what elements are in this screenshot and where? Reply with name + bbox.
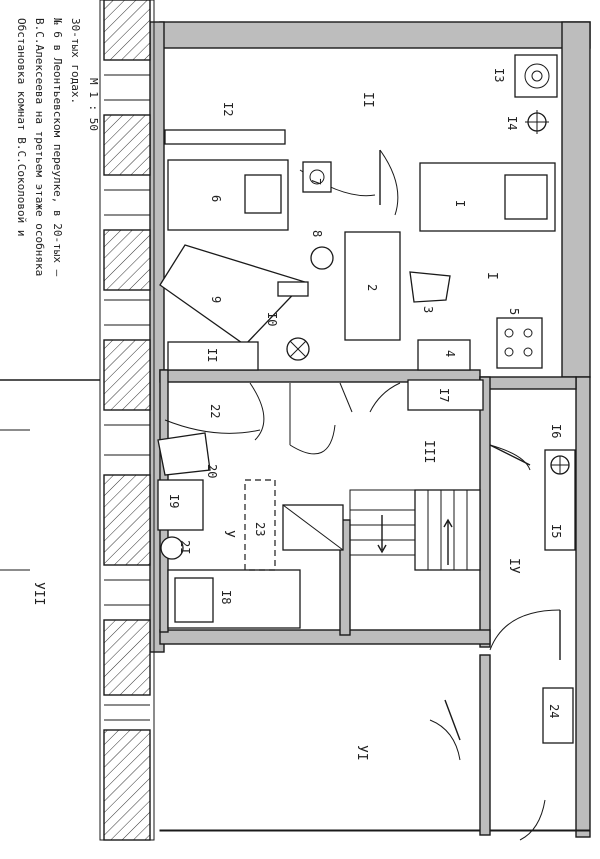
windows bbox=[104, 74, 150, 721]
pier-7 bbox=[103, 729, 151, 841]
wall-top bbox=[159, 21, 591, 49]
caption-line-3: № 6 в Леонтьевском переулке, в 20-тых – bbox=[51, 18, 64, 277]
item-label-18: I8 bbox=[219, 590, 233, 604]
doors bbox=[249, 149, 561, 841]
wall-middle-lower bbox=[159, 629, 491, 645]
item-label-23: 23 bbox=[253, 522, 267, 536]
item-7-nightstand bbox=[302, 161, 332, 193]
item-label-24: 24 bbox=[547, 704, 561, 718]
item-label-13: I3 bbox=[492, 68, 506, 82]
item-label-15: I5 bbox=[549, 524, 563, 538]
item-8-round bbox=[310, 246, 334, 270]
item-12-shelf bbox=[164, 129, 286, 145]
caption-line-1: Обстановка комнат В.С.Соколовой и bbox=[15, 18, 28, 237]
caption: Обстановка комнат В.С.Соколовой и В.С.Ал… bbox=[15, 18, 100, 277]
item-label-8: 8 bbox=[310, 230, 324, 237]
wall-right bbox=[561, 21, 591, 378]
pier-3 bbox=[103, 229, 151, 291]
item-label-3: 3 bbox=[421, 306, 435, 313]
item-22-curve bbox=[164, 419, 261, 434]
item-label-12: I2 bbox=[221, 102, 235, 116]
room-1-label: I bbox=[484, 272, 499, 280]
room-6-label: УI bbox=[354, 745, 369, 761]
item-17-cupboard bbox=[407, 379, 484, 411]
item-label-17: I7 bbox=[437, 388, 451, 402]
item-24-stove bbox=[542, 687, 574, 744]
item-20-armchair bbox=[157, 432, 211, 476]
wall-corridor-v bbox=[479, 376, 491, 648]
item-label-14: I4 bbox=[505, 116, 519, 130]
caption-line-2: В.С.Алексеева на третьем этаже особняка bbox=[33, 18, 46, 276]
caption-scale: М 1 : 50 bbox=[87, 78, 100, 131]
item-4-cabinet bbox=[417, 339, 471, 371]
item-2-table bbox=[344, 231, 401, 341]
room-3-label: III bbox=[421, 440, 436, 463]
room-2-label: II bbox=[360, 92, 375, 108]
pier-5 bbox=[103, 474, 151, 566]
item-19-table bbox=[157, 479, 204, 531]
item-3-armchair bbox=[409, 271, 451, 303]
room-7-label: УII bbox=[31, 582, 46, 605]
item-label-20: 20 bbox=[205, 464, 219, 478]
item-5-stove bbox=[496, 317, 543, 369]
item-label-2: 2 bbox=[365, 284, 379, 291]
item-6-pillow bbox=[244, 174, 282, 214]
item-label-7: 7 bbox=[309, 178, 323, 185]
item-label-1: I bbox=[453, 200, 467, 207]
wall-right-lower bbox=[575, 376, 591, 838]
item-label-6: 6 bbox=[209, 195, 223, 202]
item-21-chair bbox=[160, 536, 184, 560]
item-11-chest bbox=[167, 341, 259, 371]
wall-bottom-line bbox=[159, 829, 591, 832]
pier-4 bbox=[103, 339, 151, 411]
room-4-label: IУ bbox=[506, 558, 521, 574]
wall-partition-right bbox=[479, 376, 577, 390]
wall-room6-right bbox=[479, 654, 491, 836]
item-label-4: 4 bbox=[443, 350, 457, 357]
item-label-5: 5 bbox=[507, 308, 521, 315]
room-5-label: У bbox=[221, 530, 236, 538]
item-label-9: 9 bbox=[209, 296, 223, 303]
pier-2 bbox=[103, 114, 151, 176]
item-18-pillow bbox=[174, 577, 214, 623]
pier-1 bbox=[103, 0, 151, 61]
caption-line-4: 30-тых годах. bbox=[69, 18, 82, 104]
item-label-11: II bbox=[205, 348, 219, 362]
item-1-pillow bbox=[504, 174, 548, 220]
item-23-dashed bbox=[244, 479, 276, 571]
pier-6 bbox=[103, 619, 151, 696]
item-label-16: I6 bbox=[549, 424, 563, 438]
item-label-22: 22 bbox=[208, 404, 222, 418]
staircase bbox=[350, 489, 481, 571]
item-label-19: I9 bbox=[167, 494, 181, 508]
item-label-21: 2I bbox=[178, 540, 192, 554]
item-13-washstand bbox=[514, 54, 558, 98]
item-label-10: I0 bbox=[265, 312, 279, 326]
item-9-bench bbox=[277, 281, 309, 297]
